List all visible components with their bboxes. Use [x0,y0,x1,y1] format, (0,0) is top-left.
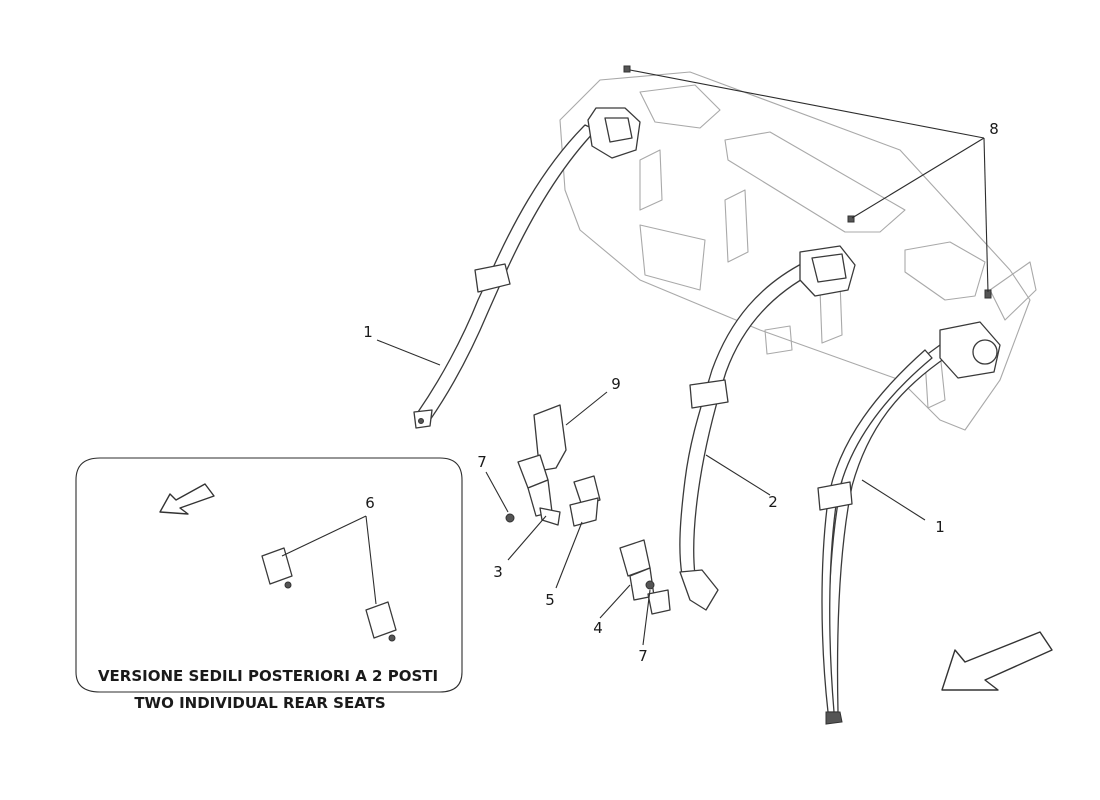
buckle-part-5 [569,475,601,527]
inset-caption-italian: VERSIONE SEDILI POSTERIORI A 2 POSTI [98,667,438,685]
inset-buckle-lower [365,601,397,639]
callout-2: 2 [768,493,778,511]
leader-lines [376,69,989,646]
nut-part-7-upper [505,513,515,523]
direction-arrow-icon [941,631,1053,691]
inset-caption-english: TWO INDIVIDUAL REAR SEATS [134,694,385,712]
nut-part-7-lower [645,580,655,590]
callout-1-left: 1 [363,323,373,341]
callout-5: 5 [545,591,555,609]
rear-seat-frame [559,71,1037,431]
bolts-part-8 [623,65,992,299]
callout-6: 6 [365,494,375,512]
buckle-part-3 [517,454,561,526]
callout-7-upper: 7 [477,453,487,471]
inset-buckle-upper [261,547,293,585]
callout-3: 3 [493,563,503,581]
buckle-part-4 [619,539,671,615]
inset-direction-arrow-icon [159,483,215,515]
left-seat-belt [413,107,641,429]
callout-1-right: 1 [935,518,945,536]
callout-7-lower: 7 [638,647,648,665]
callout-4: 4 [593,619,603,637]
callout-8: 8 [989,120,999,138]
inset-box [75,457,463,693]
right-seat-belt [817,321,1001,725]
center-seat-belt [679,245,856,611]
callout-9: 9 [611,375,621,393]
